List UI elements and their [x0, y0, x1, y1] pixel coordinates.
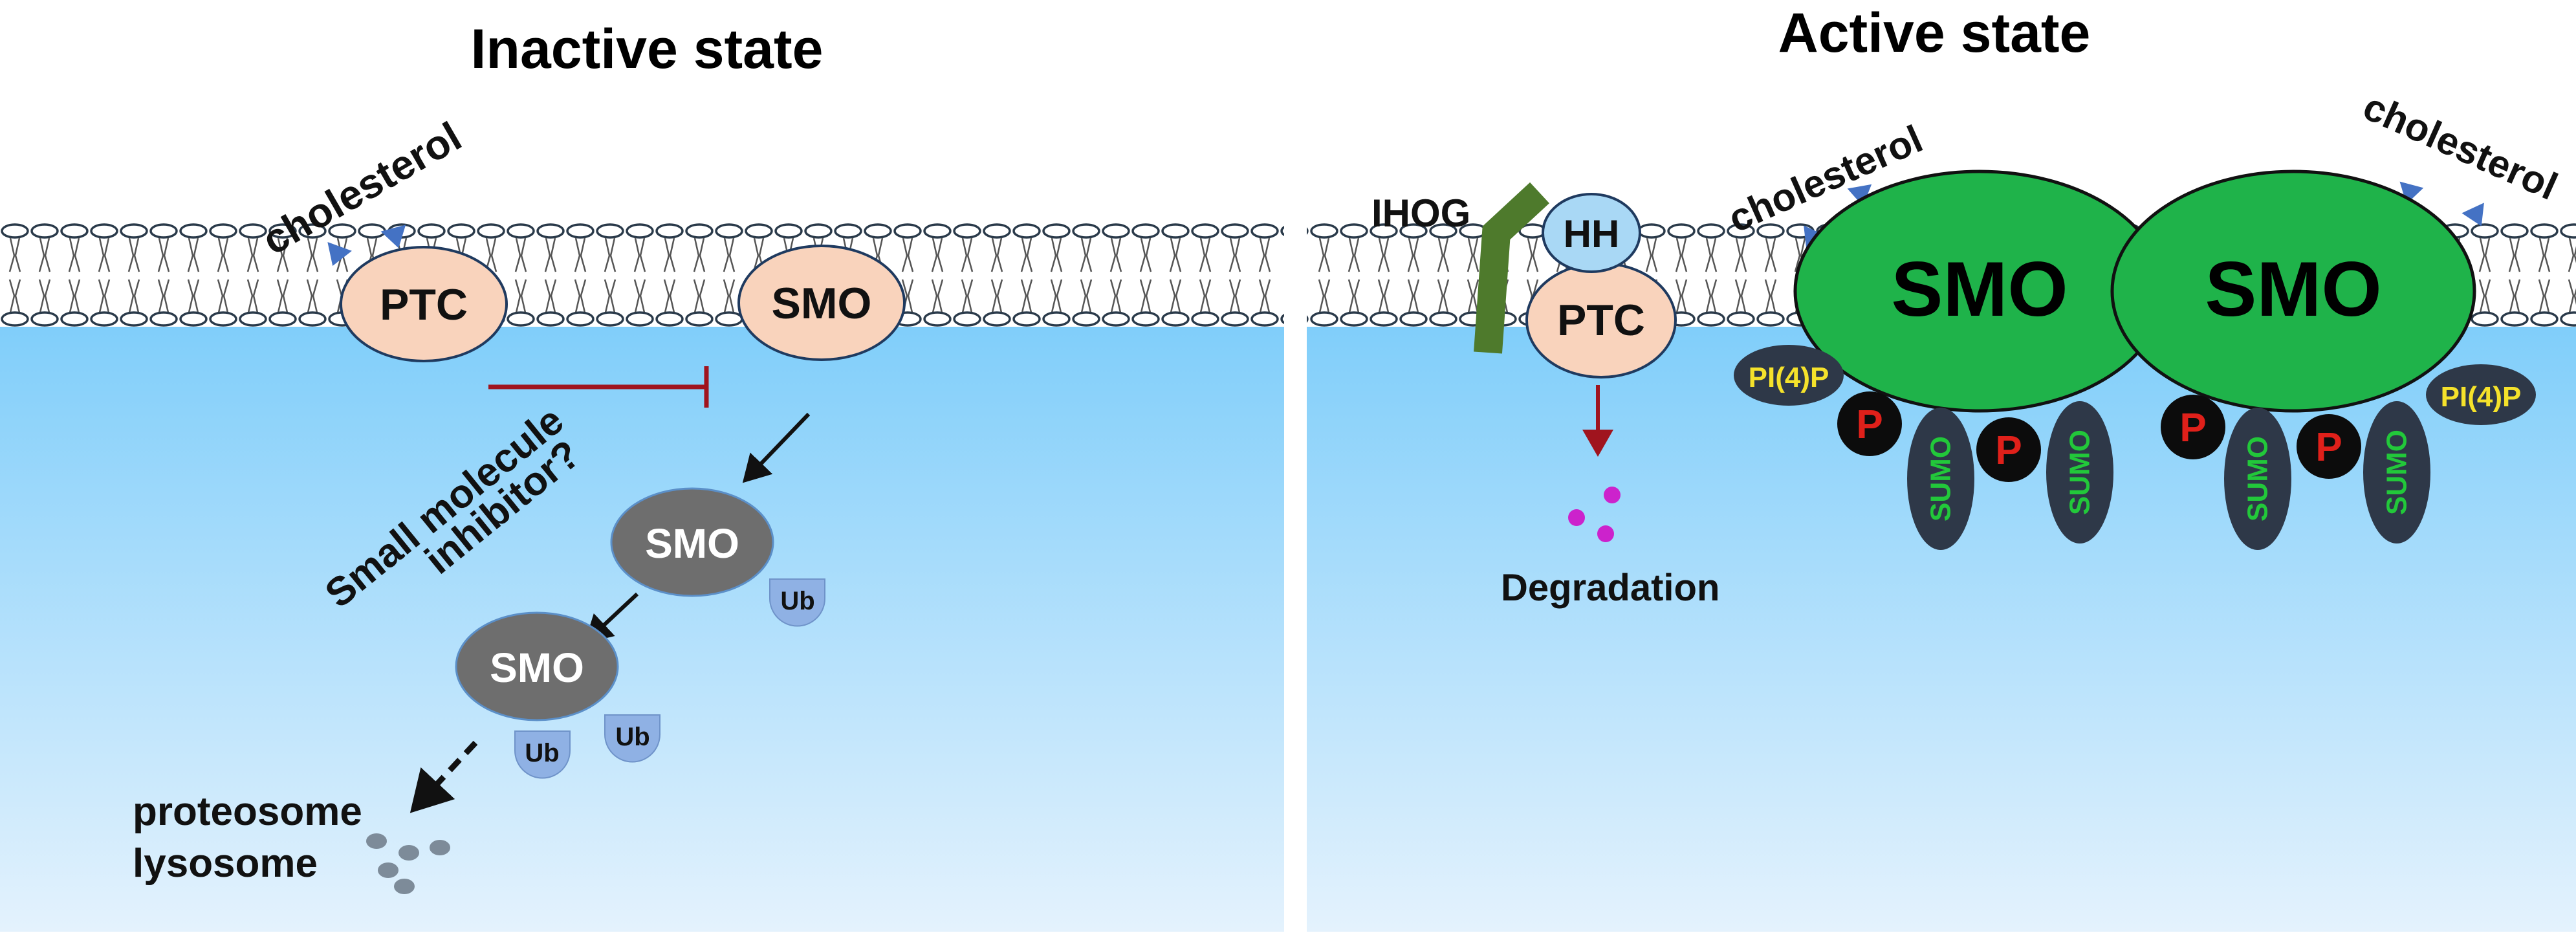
- ub-label: Ub: [615, 723, 649, 751]
- p-label: P: [1856, 402, 1883, 447]
- smo-active-right: [2110, 170, 2476, 413]
- proteasome-arrow: [409, 740, 478, 813]
- p-label: P: [2179, 406, 2206, 450]
- sumo-label: SUMO: [2242, 436, 2274, 521]
- pi4p-right-label: PI(4)P: [2441, 381, 2522, 413]
- ub-label: Ub: [525, 739, 559, 767]
- phospho-sites: [1837, 391, 2361, 482]
- pi4p-left: [1734, 345, 1844, 406]
- sumo-label: SUMO: [2064, 430, 2096, 515]
- degradation-label: Degradation: [1501, 567, 1719, 609]
- pi4p-left-label: PI(4)P: [1749, 362, 1829, 393]
- ihog-label: IHOG: [1371, 192, 1470, 235]
- cholesterol-icon: [327, 242, 352, 266]
- smo-ubiquitinated-2: [455, 611, 619, 721]
- ihog-protein: [1474, 182, 1549, 354]
- smo-membrane: [737, 245, 906, 361]
- smo-ubiquitinated-1: [610, 487, 774, 597]
- hh-label: HH: [1564, 212, 1620, 256]
- p-label: P: [1995, 428, 2022, 473]
- proteosome-label: proteosome: [133, 789, 362, 834]
- smo-active-right-label: SMO: [2205, 246, 2381, 333]
- smo-label: SMO: [772, 279, 872, 328]
- ub-label: Ub: [780, 587, 814, 615]
- ub-tag: [514, 730, 571, 779]
- ptc-receptor: [340, 246, 508, 362]
- lysosome-label: lysosome: [133, 841, 318, 886]
- ptc-label: PTC: [380, 280, 468, 329]
- degradation-dots: [1568, 487, 1621, 542]
- inhibition-line: [488, 366, 709, 408]
- sumo-label: SUMO: [1925, 436, 1957, 521]
- active-panel: Active state IHOG PTC HH Degradation cho…: [1307, 2, 2576, 932]
- inactive-membrane: [0, 223, 1284, 333]
- active-title: Active state: [1778, 2, 2091, 64]
- smo-ub-2-label: SMO: [490, 644, 584, 691]
- inactive-title: Inactive state: [471, 18, 824, 80]
- inactive-cytoplasm: [0, 327, 1284, 932]
- inactive-panel: Inactive state cholesterol PTC SMO Small…: [0, 18, 1284, 932]
- degraded-fragments: [366, 833, 450, 894]
- pi4p-right: [2426, 364, 2536, 425]
- internalization-arrow: [742, 412, 811, 483]
- p-label: P: [2315, 425, 2342, 470]
- ub-tag: [769, 578, 825, 627]
- sumo-tags: [1907, 401, 2430, 550]
- smo-active-left-label: SMO: [1891, 246, 2068, 333]
- sumo-label: SUMO: [2381, 430, 2413, 515]
- ptc-active-label: PTC: [1557, 296, 1645, 345]
- cholesterol-icon: [2461, 203, 2484, 226]
- smo-ub-1-label: SMO: [645, 520, 739, 567]
- cholesterol-icon: [1847, 184, 1872, 206]
- ub-tag: [604, 714, 660, 763]
- cholesterol-icon: [380, 225, 406, 248]
- hh-ligand: [1542, 193, 1641, 273]
